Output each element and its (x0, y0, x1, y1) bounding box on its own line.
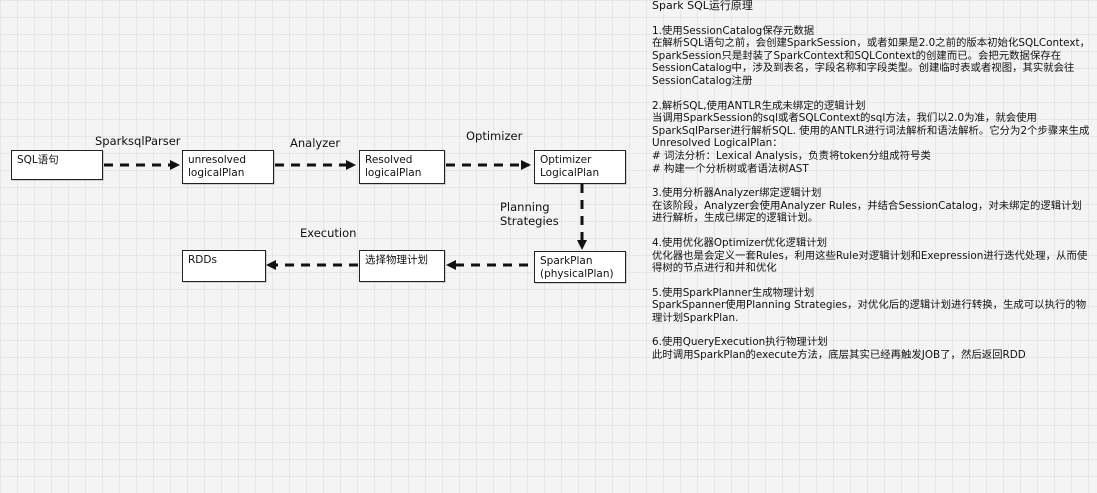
notes-section-5: 5.使用SparkPlanner生成物理计划 SparkSpanner使用Pla… (652, 287, 1092, 325)
label-execution: Execution (300, 226, 357, 240)
node-sql-statement: SQL语句 (11, 150, 103, 180)
section-body: 在该阶段，Analyzer会使用Analyzer Rules，并结合Sessio… (652, 199, 1082, 225)
node-unresolved-logical-plan: unresolved logicalPlan (182, 150, 274, 184)
section-bullet: # 构建一个分析树或者语法树AST (652, 162, 809, 175)
section-body: 此时调用SparkPlan的execute方法，底层其实已经再触发JOB了，然后… (652, 349, 1026, 362)
flow-arrows (104, 160, 587, 270)
node-rdds: RDDs (182, 250, 266, 282)
node-resolved-logical-plan: Resolved logicalPlan (359, 150, 445, 184)
section-heading: 5.使用SparkPlanner生成物理计划 (652, 286, 815, 299)
section-heading: 4.使用优化器Optimizer优化逻辑计划 (652, 236, 828, 249)
notes-section-2: 2.解析SQL,使用ANTLR生成未绑定的逻辑计划 当调用SparkSessio… (652, 100, 1092, 176)
label-planning-strategies: Planning Strategies (500, 200, 559, 228)
section-body: SparkSpanner使用Planning Strategies，对优化后的逻… (652, 299, 1087, 324)
node-optimizer-logical-plan: Optimizer LogicalPlan (534, 150, 626, 184)
section-heading: 3.使用分析器Analyzer绑定逻辑计划 (652, 187, 822, 200)
section-heading: 1.使用SessionCatalog保存元数据 (652, 24, 815, 37)
label-analyzer: Analyzer (290, 136, 341, 150)
section-body: 当调用SparkSession的sql或者SQLContext的sql方法，我们… (652, 112, 1090, 150)
notes-section-3: 3.使用分析器Analyzer绑定逻辑计划 在该阶段，Analyzer会使用An… (652, 187, 1092, 225)
node-spark-plan: SparkPlan (physicalPlan) (534, 251, 626, 283)
section-heading: 2.解析SQL,使用ANTLR生成未绑定的逻辑计划 (652, 99, 866, 112)
notes-panel: Spark SQL运行原理 1.使用SessionCatalog保存元数据 在解… (652, 0, 1092, 374)
label-sparksql-parser: SparksqlParser (95, 134, 181, 148)
notes-title: Spark SQL运行原理 (652, 0, 753, 12)
section-body: 优化器也是会定义一套Rules，利用这些Rule对逻辑计划和Exepressio… (652, 249, 1088, 275)
section-bullet: # 词法分析：Lexical Analysis，负责将token分组成符号类 (652, 149, 931, 162)
label-optimizer: Optimizer (466, 129, 523, 143)
node-choose-physical-plan: 选择物理计划 (359, 250, 445, 282)
section-body: 在解析SQL语句之前，会创建SparkSession，或者如果是2.0之前的版本… (652, 37, 1091, 87)
notes-section-1: 1.使用SessionCatalog保存元数据 在解析SQL语句之前，会创建Sp… (652, 25, 1092, 88)
notes-section-4: 4.使用优化器Optimizer优化逻辑计划 优化器也是会定义一套Rules，利… (652, 237, 1092, 275)
notes-section-6: 6.使用QueryExecution执行物理计划 此时调用SparkPlan的e… (652, 336, 1092, 361)
section-heading: 6.使用QueryExecution执行物理计划 (652, 336, 828, 349)
